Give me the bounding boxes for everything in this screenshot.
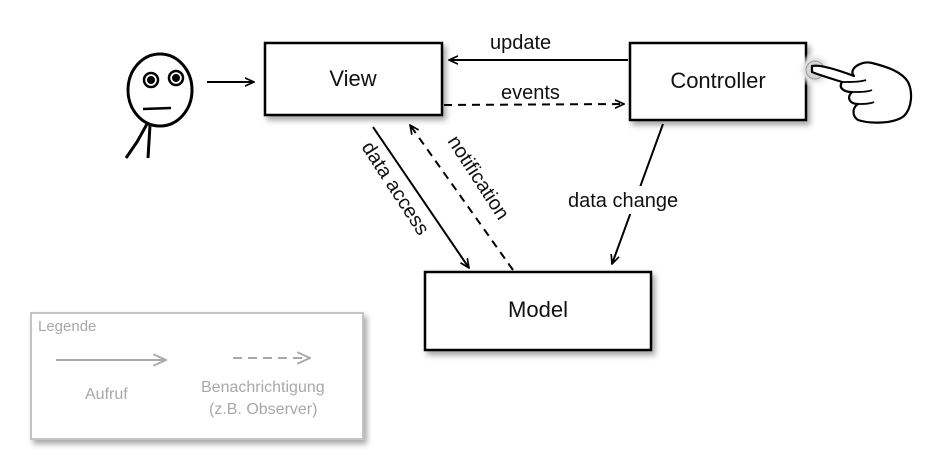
model-label: Model bbox=[508, 297, 568, 322]
notification-arrow bbox=[410, 125, 514, 271]
view-label: View bbox=[329, 66, 376, 91]
legend-notify-label-1: Benachrichtigung bbox=[201, 379, 325, 396]
controller-node: Controller bbox=[628, 41, 808, 122]
legend-call-label: Aufruf bbox=[85, 386, 128, 403]
data-access-label: data access bbox=[357, 138, 434, 239]
view-node: View bbox=[263, 41, 444, 117]
model-node: Model bbox=[423, 270, 653, 352]
notification-label: notification bbox=[443, 132, 514, 224]
data-change-label: data change bbox=[568, 190, 678, 212]
events-arrow bbox=[443, 104, 624, 105]
user-face-icon bbox=[124, 52, 194, 159]
legend: Legende Aufruf Benachrichtigung (z.B. Ob… bbox=[30, 312, 364, 440]
legend-notify-label-2: (z.B. Observer) bbox=[209, 401, 317, 418]
events-label: events bbox=[501, 82, 560, 104]
controller-label: Controller bbox=[670, 68, 765, 93]
hand-pointer-icon bbox=[797, 52, 913, 124]
data-access-arrow bbox=[372, 126, 469, 268]
update-label: update bbox=[490, 32, 551, 54]
legend-title: Legende bbox=[38, 318, 96, 335]
